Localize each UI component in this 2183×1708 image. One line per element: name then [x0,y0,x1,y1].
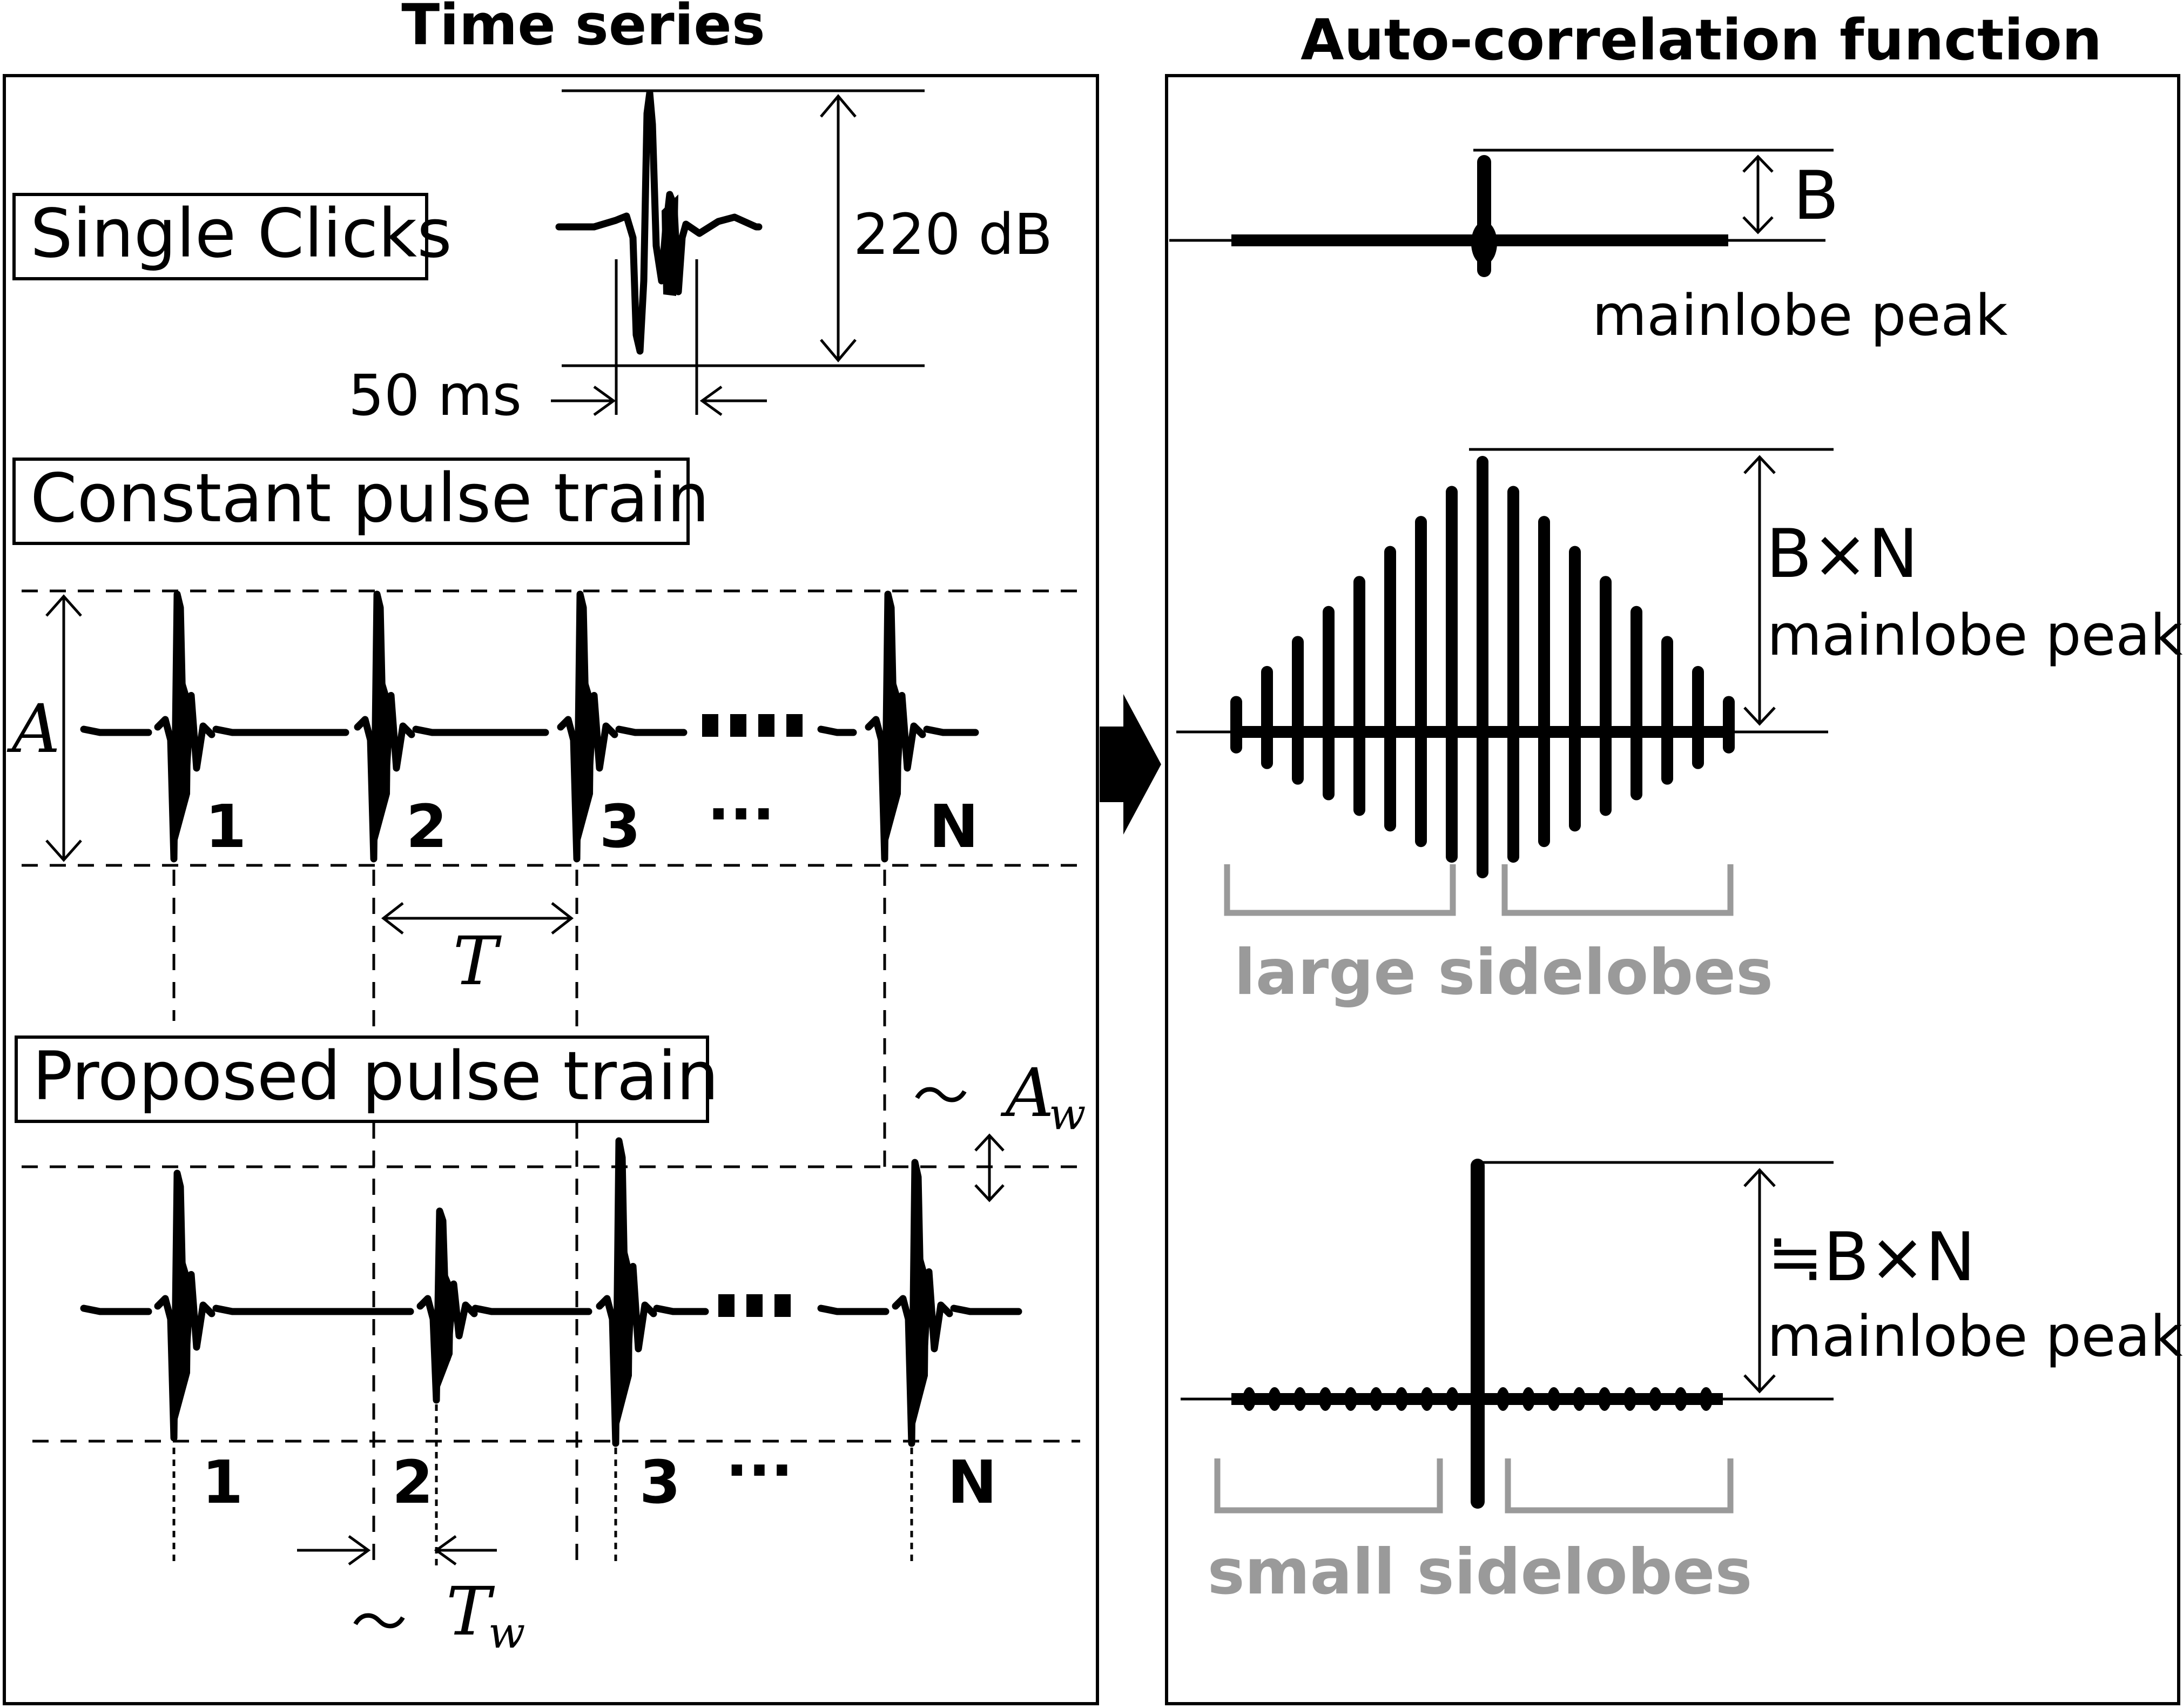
small-sidelobes-label: small sidelobes [1208,1536,1753,1609]
acf-proposed-sidelobe [1522,1387,1535,1411]
proposed-pulse-number-3: 3 [639,1448,681,1517]
constant-train-waveforms [80,590,979,863]
proposed-pulse-2 [416,1207,478,1404]
acf-panel [1165,74,2180,1705]
small-sidelobes-bracket-left [1214,1458,1443,1514]
duration-label: 50 ms [348,362,522,428]
constant-pulse-3 [557,590,618,863]
double-arrow-icon [974,1133,1005,1202]
amp-variation-symbol: A [1000,1054,1054,1132]
constant-train-section: Constant pulse train A 1 2 3 ··· N T [6,458,1080,1566]
acf-proposed-sidelobe [1243,1387,1256,1411]
constant-pulse-1 [154,590,215,863]
ellipsis: ··· [707,779,774,849]
constant-pulse-2 [354,590,415,863]
acf-proposed-peak-label: mainlobe peak [1767,1303,2182,1369]
acf-proposed-sidelobe [1420,1387,1433,1411]
proposed-pulse-number-1: 1 [202,1448,244,1517]
constant-train-label: Constant pulse train [30,460,710,537]
acf-proposed-sidelobe [1446,1387,1459,1411]
acf-proposed-sidelobes [1243,1387,1713,1411]
period-symbol: T [453,923,502,1000]
acf-constant-section: B×N mainlobe peak large sidelobes [1176,448,2182,1009]
proposed-train-box [15,1035,709,1123]
acf-proposed-sidelobe [1370,1387,1383,1411]
time-series-title: Time series [401,0,765,58]
acf-proposed-sidelobe [1395,1387,1408,1411]
acf-constant-bars [1230,456,1735,878]
acf-proposed-sidelobe [1649,1387,1662,1411]
single-clicks-label: Single Clicks [30,195,452,273]
single-clicks-section: Single Clicks 220 dB 50 ms [12,89,1053,428]
proposed-pulse-number-2: 2 [392,1448,434,1517]
acf-proposed-sidelobe [1674,1387,1687,1411]
acf-proposed-sidelobe [1268,1387,1281,1411]
acf-proposed-sidelobe [1547,1387,1560,1411]
acf-constant-peak-label: mainlobe peak [1767,602,2182,668]
pulse-number-2: 2 [406,792,448,861]
large-sidelobes-label: large sidelobes [1234,936,1773,1009]
acf-proposed-sidelobe [1623,1387,1636,1411]
acf-single-height-label: B [1793,157,1839,235]
acf-proposed-height-label: ≒B×N [1767,1219,1976,1296]
proposed-pulse-n [892,1159,953,1447]
amp-variation-subscript: w [1049,1089,1086,1139]
timing-variation-symbol: T [446,1573,495,1651]
timing-variation-subscript: w [488,1608,525,1658]
single-clicks-box [12,193,428,280]
large-sidelobes-bracket-left [1224,864,1456,916]
pulse-number-3: 3 [599,792,641,861]
acf-title: Auto-correlation function [1301,7,2102,73]
acf-proposed-sidelobe [1344,1387,1357,1411]
constant-pulse-n [865,590,926,863]
amplitude-symbol: A [6,690,60,768]
acf-proposed-section: ≒B×N mainlobe peak small sidelobes [1181,1159,2182,1609]
acf-constant-height-label: B×N [1766,515,1918,593]
amplitude-label: 220 dB [853,201,1053,267]
acf-proposed-sidelobe [1573,1387,1586,1411]
acf-single-section: B mainlobe peak [1169,149,2007,348]
acf-single-peak-label: mainlobe peak [1592,283,2007,348]
single-click-waveform [555,89,763,355]
proposed-train-section: Proposed pulse train 〜 A w 1 2 3 ··· N [15,1035,1086,1658]
right-arrow-icon [1100,694,1161,835]
acf-proposed-sidelobe [1700,1387,1713,1411]
acf-proposed-sidelobe [1293,1387,1306,1411]
amp-variation-tilde: 〜 [913,1064,969,1129]
proposed-ellipsis: ··· [725,1436,793,1505]
proposed-train-label: Proposed pulse train [32,1038,719,1115]
proposed-pulse-3 [596,1137,657,1447]
pulse-number-n: N [929,792,979,861]
acf-proposed-sidelobe [1497,1387,1510,1411]
proposed-pulse-number-n: N [947,1448,997,1517]
time-series-panel [3,74,1099,1705]
constant-train-box [12,458,690,545]
timing-variation-tilde: 〜 [351,1590,407,1656]
large-sidelobes-bracket-right [1501,864,1734,916]
acf-proposed-sidelobe [1598,1387,1611,1411]
acf-proposed-sidelobe [1319,1387,1332,1411]
pulse-number-1: 1 [205,792,247,861]
proposed-train-waveforms [80,1137,1022,1447]
proposed-pulse-1 [154,1169,215,1442]
small-sidelobes-bracket-right [1505,1458,1734,1514]
